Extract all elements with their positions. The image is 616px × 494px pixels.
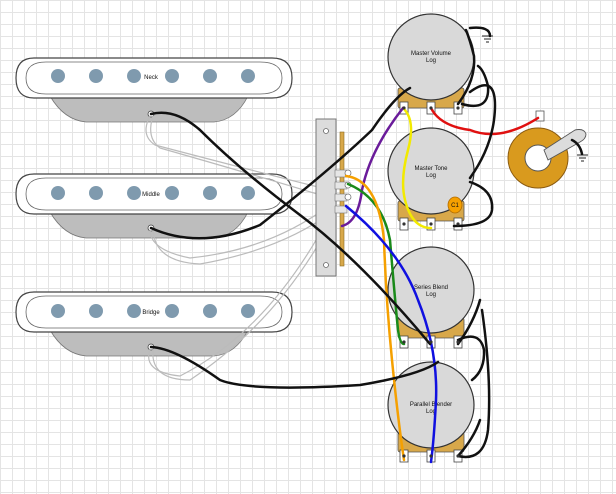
wire-red: [429, 106, 540, 136]
pickup-bridge: Bridge: [15, 291, 293, 357]
solder-points: [402, 106, 460, 458]
pickup-label: Neck: [144, 75, 159, 81]
pot-label: Parallel Blender: [410, 402, 452, 408]
pot-label: Master Volume: [411, 51, 452, 57]
pickup-label: Middle: [142, 192, 160, 198]
five-way-switch-icon: [315, 118, 352, 277]
pot-sublabel: Log: [426, 58, 436, 64]
white-leads: [145, 115, 333, 381]
pot-master-tone: Master Tone Log: [387, 127, 475, 231]
pot-label: Master Tone: [415, 166, 449, 172]
pot-series-blend: Series Blend Log: [387, 246, 475, 349]
capacitor-label: C1: [451, 203, 459, 209]
pot-label: Series Blend: [414, 285, 448, 291]
wire-purple: [340, 106, 405, 228]
pickup-neck: Neck: [15, 57, 293, 123]
wire-black: [149, 26, 584, 459]
wire-orange: [344, 174, 406, 462]
output-jack-icon: [507, 110, 587, 189]
pickup-label: Bridge: [142, 310, 160, 316]
ground-symbol-icon: [577, 154, 588, 162]
wire-yellow: [401, 106, 433, 230]
pot-sublabel: Log: [426, 173, 436, 179]
pot-sublabel: Log: [426, 409, 436, 415]
wire-blue: [344, 204, 438, 464]
pot-sublabel: Log: [426, 292, 436, 298]
capacitor-icon: C1: [447, 196, 463, 214]
pickup-middle: Middle: [15, 173, 293, 239]
ground-symbol-icon: [482, 35, 493, 43]
